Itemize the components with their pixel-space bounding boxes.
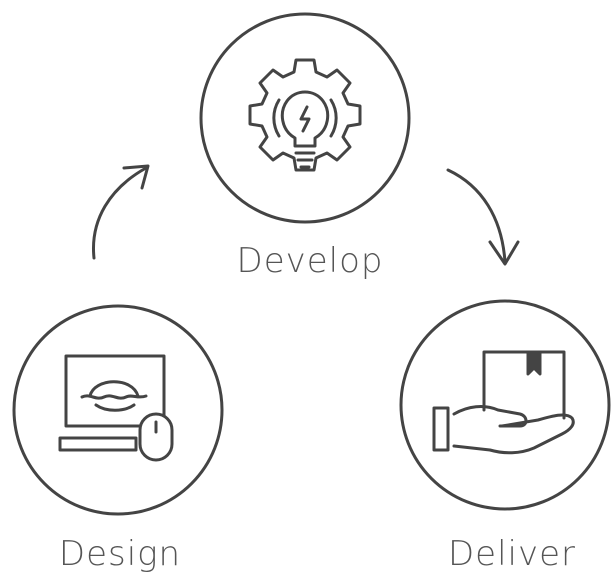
develop-label: Develop <box>237 241 384 281</box>
gear-lightbulb-icon <box>248 58 362 172</box>
hand-box-icon <box>432 350 575 455</box>
develop-circle <box>199 12 411 224</box>
deliver-node: Deliver <box>399 299 611 574</box>
computer-mouse-icon <box>58 354 174 462</box>
arrow-develop-to-deliver <box>446 168 520 266</box>
deliver-circle <box>399 299 611 511</box>
design-circle <box>12 304 224 516</box>
develop-node: Develop <box>199 12 411 281</box>
design-node: Design <box>12 304 224 574</box>
bookmark-tag <box>526 350 542 376</box>
design-label: Design <box>59 534 181 574</box>
deliver-label: Deliver <box>448 534 576 574</box>
arrow-design-to-develop <box>91 164 150 260</box>
